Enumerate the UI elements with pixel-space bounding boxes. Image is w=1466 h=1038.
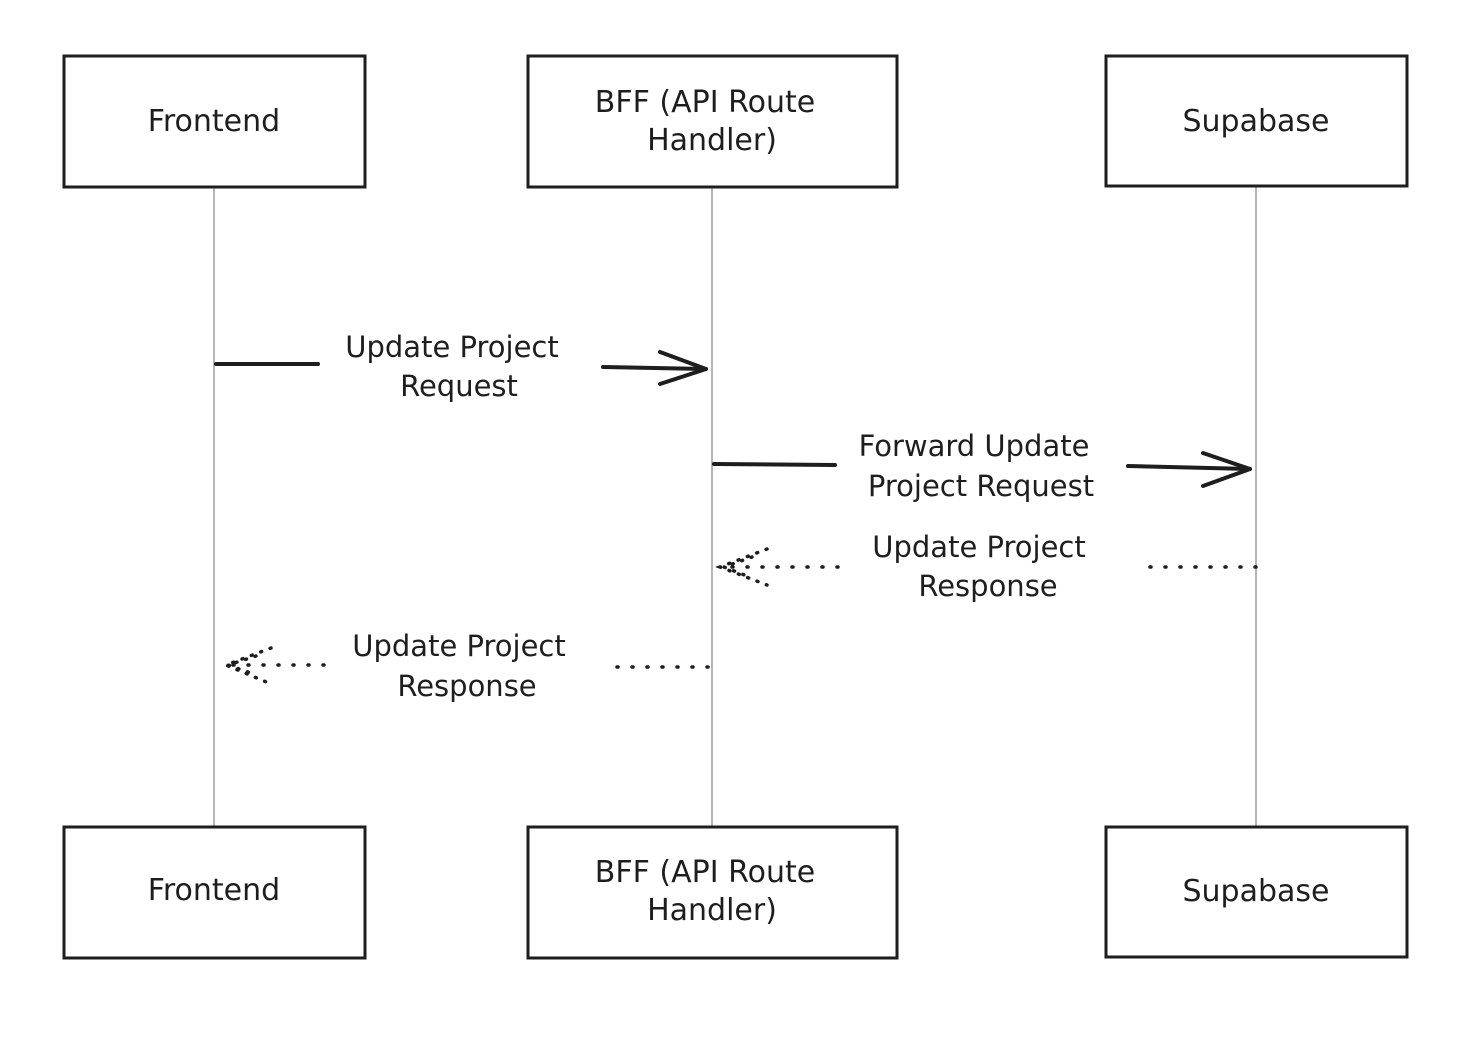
message-label-line-1: Forward Update [859, 429, 1090, 463]
participant-frontend-bottom[interactable]: Frontend [62, 825, 367, 960]
arrow-head-icon [715, 547, 769, 587]
arrow-head-icon [658, 350, 708, 386]
message-label-line-2: Project Request [868, 469, 1094, 503]
participant-bff-bottom[interactable]: BFF (API Route Handler) [526, 825, 899, 960]
message-line-segment [1126, 464, 1252, 471]
participant-frontend-top[interactable]: Frontend [62, 54, 367, 189]
participant-bff-top[interactable]: BFF (API Route Handler) [526, 54, 899, 189]
message-label-line-2: Response [397, 669, 536, 703]
message-line-segment [712, 462, 837, 467]
participant-label-line-1: BFF (API Route [595, 85, 815, 120]
participant-label: Frontend [148, 104, 280, 139]
message-update-project-response-from-supabase[interactable]: Update Project Response [715, 530, 1258, 603]
message-label-line-1: Update Project [345, 330, 558, 364]
participant-label: Supabase [1183, 104, 1330, 139]
arrow-head-icon [1201, 451, 1252, 488]
arrow-head-icon [719, 555, 754, 580]
participant-label-line-1: BFF (API Route [595, 855, 815, 890]
arrow-head-icon [221, 646, 273, 686]
participant-label: Frontend [148, 873, 280, 908]
arrow-head-icon [222, 654, 258, 677]
participant-supabase-bottom[interactable]: Supabase [1104, 825, 1409, 959]
message-update-project-response-to-frontend[interactable]: Update Project Response [221, 629, 710, 703]
message-forward-update-project-request[interactable]: Forward Update Project Request [712, 429, 1252, 503]
message-label-line-2: Response [918, 569, 1057, 603]
participant-label: Supabase [1183, 874, 1330, 909]
message-label-line-1: Update Project [352, 629, 565, 663]
message-update-project-request[interactable]: Update Project Request [214, 330, 708, 403]
participant-supabase-top[interactable]: Supabase [1104, 54, 1409, 188]
participant-label-line-2: Handler) [647, 123, 777, 158]
message-label-line-2: Request [400, 369, 518, 403]
message-line-segment [601, 365, 708, 371]
message-label-line-1: Update Project [872, 530, 1085, 564]
participant-label-line-2: Handler) [647, 893, 777, 928]
